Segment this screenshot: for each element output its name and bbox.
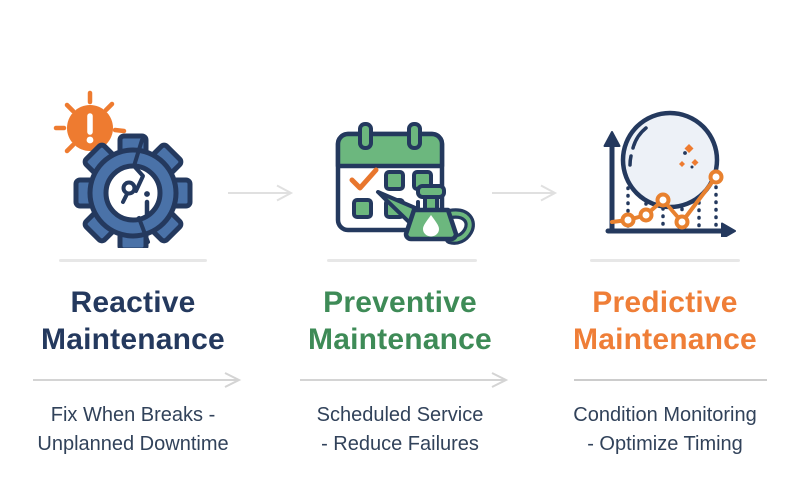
title-line: Maintenance xyxy=(308,323,492,356)
column-preventive: Preventive Maintenance Scheduled Service… xyxy=(280,284,520,459)
icon-ground-line xyxy=(59,259,207,262)
divider-arrow-icon xyxy=(33,372,242,388)
predictive-title: Predictive Maintenance xyxy=(545,284,785,358)
alert-burst xyxy=(53,90,127,154)
description-line: - Optimize Timing xyxy=(587,433,743,455)
preventive-title: Preventive Maintenance xyxy=(280,284,520,358)
icon-ground-line xyxy=(590,259,740,262)
flow-arrow-icon xyxy=(228,184,294,202)
predictive-description: Condition Monitoring - Optimize Timing xyxy=(545,401,785,459)
title-line: Reactive xyxy=(70,286,196,319)
reactive-title: Reactive Maintenance xyxy=(13,284,253,358)
icon-ground-line xyxy=(327,259,477,262)
title-line: Preventive xyxy=(323,286,477,319)
description-line: Condition Monitoring xyxy=(573,404,757,426)
flow-arrow-icon xyxy=(492,184,558,202)
title-line: Predictive xyxy=(592,286,738,319)
broken-gear-alert-icon xyxy=(53,90,193,248)
description-line: Scheduled Service xyxy=(316,404,484,426)
preventive-description: Scheduled Service - Reduce Failures xyxy=(280,401,520,459)
description-line: Unplanned Downtime xyxy=(37,433,229,455)
title-line: Maintenance xyxy=(573,323,757,356)
watering-can xyxy=(376,184,475,245)
broken-gear xyxy=(73,133,193,248)
sparkles-icon xyxy=(679,144,699,169)
description-line: - Reduce Failures xyxy=(321,433,479,455)
column-predictive: Predictive Maintenance Condition Monitor… xyxy=(545,284,785,459)
divider-arrow-icon xyxy=(300,372,509,388)
title-line: Maintenance xyxy=(41,323,225,356)
description-line: Fix When Breaks - xyxy=(50,404,216,426)
divider-line xyxy=(573,379,767,381)
trend-line xyxy=(610,169,724,230)
checkmark-icon xyxy=(349,167,379,191)
crystal-ball-chart-icon xyxy=(603,110,736,237)
reactive-description: Fix When Breaks - Unplanned Downtime xyxy=(13,401,253,459)
calendar xyxy=(335,122,445,233)
calendar-watering-can-icon xyxy=(335,122,475,245)
column-reactive: Reactive Maintenance Fix When Breaks - U… xyxy=(13,284,253,459)
droplet-icon xyxy=(423,215,439,237)
